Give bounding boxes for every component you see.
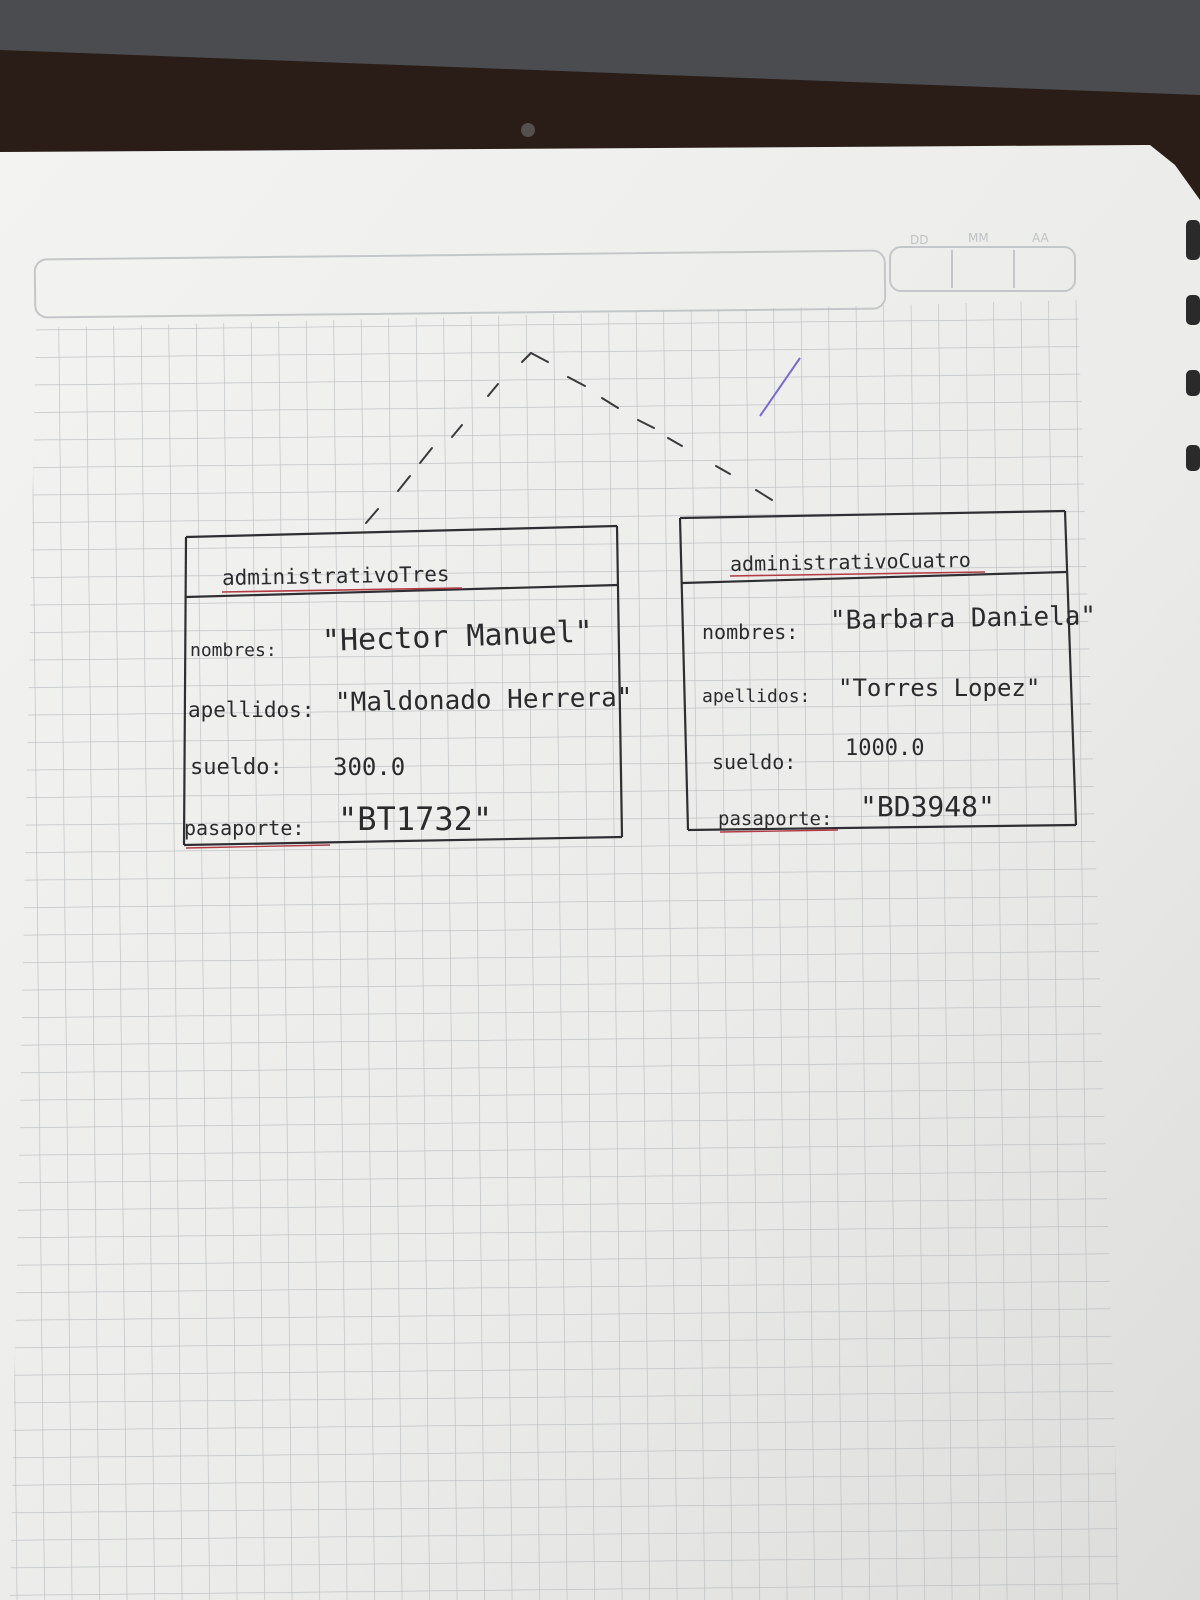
field-label-sueldo-left: sueldo: [190, 755, 283, 780]
field-label-apellidos-left: apellidos: [188, 698, 315, 722]
dashed-arrow [365, 352, 773, 524]
field-label-sueldo-right: sueldo: [712, 750, 797, 774]
field-value-pasaporte-left: "BT1732" [338, 800, 493, 838]
object-title-right: administrativoCuatro [729, 547, 972, 576]
field-label-apellidos-right: apellidos: [702, 686, 811, 707]
object-title-left: administrativoTres [221, 562, 450, 590]
date-label-mm: MM [968, 231, 989, 245]
date-box [889, 246, 1076, 292]
date-label-dd: DD [910, 233, 929, 247]
field-value-pasaporte-right: "BD3948" [860, 790, 995, 823]
purple-stroke [759, 357, 801, 417]
title-strip [33, 249, 887, 319]
field-value-nombres-right: "Barbara Daniela" [829, 601, 1097, 636]
object-box-left [182, 524, 624, 847]
object-box-right [678, 509, 1078, 832]
field-label-nombres-right: nombres: [702, 620, 799, 644]
date-label-aa: AA [1032, 231, 1049, 245]
field-value-apellidos-left: "Maldonado Herrera" [334, 682, 633, 718]
field-value-apellidos-right: "Torres Lopez" [838, 674, 1041, 702]
field-label-pasaporte-right: pasaporte: [718, 808, 833, 830]
field-label-nombres-left: nombres: [190, 640, 277, 661]
field-label-pasaporte-left: pasaporte: [184, 816, 305, 840]
field-value-sueldo-left: 300.0 [333, 753, 406, 781]
field-value-sueldo-right: 1000.0 [845, 736, 925, 761]
